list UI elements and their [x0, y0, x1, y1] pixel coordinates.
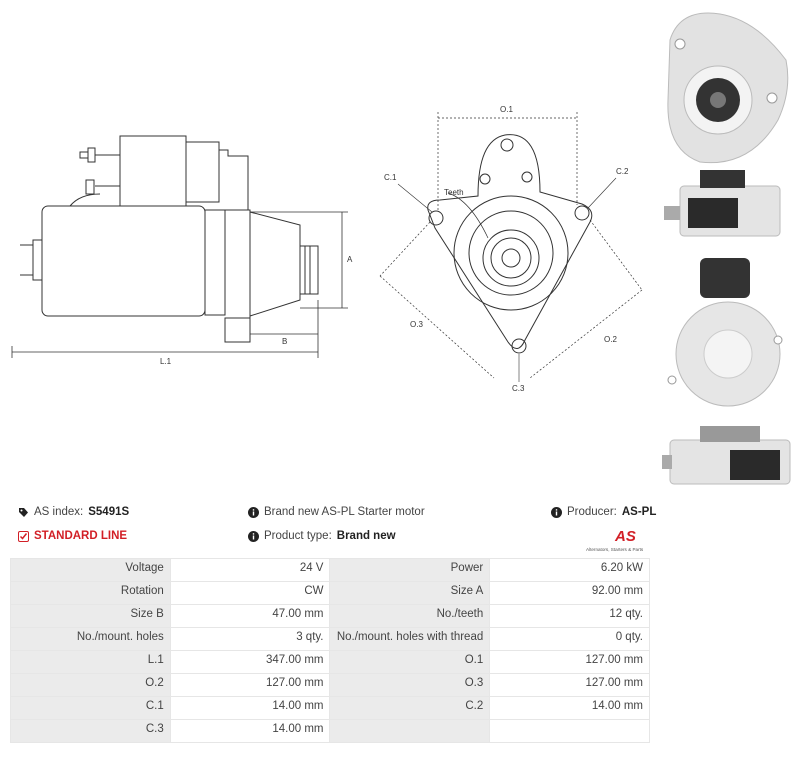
dim-label-o1: O.1 — [500, 105, 513, 114]
spec-value: 24 V — [169, 558, 331, 582]
description-text: Brand new AS-PL Starter motor — [264, 506, 425, 518]
photo-front — [667, 12, 789, 164]
spec-label: Voltage — [10, 558, 171, 582]
dim-label-o2: O.2 — [604, 335, 617, 344]
technical-drawing: L.1 B A O.1 O.2 O.3 C — [11, 105, 643, 393]
spec-label: O.1 — [329, 650, 491, 674]
product-photos — [662, 12, 791, 485]
standard-line-label: STANDARD LINE — [34, 530, 128, 542]
spec-value: CW — [169, 581, 331, 605]
spec-label: C.2 — [329, 696, 491, 720]
svg-text:Alternators, Starters & Parts: Alternators, Starters & Parts — [586, 547, 644, 552]
as-index: AS index: S5491S — [18, 506, 129, 518]
spec-label: Rotation — [10, 581, 171, 605]
dim-label-teeth: Teeth — [444, 188, 464, 197]
spec-label: No./mount. holes — [10, 627, 171, 651]
spec-label: C.1 — [10, 696, 171, 720]
spec-value: 3 qty. — [169, 627, 331, 651]
dim-label-c3: C.3 — [512, 384, 525, 393]
spec-value: 92.00 mm — [489, 581, 650, 605]
info-icon — [248, 530, 259, 542]
photo-side-bottom — [662, 426, 791, 485]
spec-label: O.2 — [10, 673, 171, 697]
photo-side-top — [664, 170, 781, 237]
info-icon — [551, 506, 562, 518]
standard-line: STANDARD LINE — [18, 530, 127, 542]
spec-value: 47.00 mm — [169, 604, 331, 628]
spec-value: 127.00 mm — [489, 650, 650, 674]
as-index-label: AS index: — [34, 506, 84, 518]
spec-value — [489, 719, 650, 743]
spec-label: Size A — [329, 581, 491, 605]
as-index-value: S5491S — [88, 506, 130, 518]
product-type: Product type: Brand new — [248, 530, 396, 542]
spec-label — [329, 719, 491, 743]
spec-label: Power — [329, 558, 491, 582]
spec-label: No./teeth — [329, 604, 491, 628]
spec-value: 14.00 mm — [169, 719, 331, 743]
dim-label-c2: C.2 — [616, 167, 629, 176]
info-icon — [248, 506, 259, 518]
product-type-label: Product type: — [264, 530, 332, 542]
product-description: Brand new AS-PL Starter motor — [248, 506, 425, 518]
spec-value: 14.00 mm — [489, 696, 650, 720]
spec-label: C.3 — [10, 719, 171, 743]
product-info: AS index: S5491S STANDARD LINE Brand new… — [0, 500, 660, 550]
dim-label-l1: L.1 — [160, 357, 172, 366]
spec-label: No./mount. holes with thread — [329, 627, 491, 651]
spec-label: L.1 — [10, 650, 171, 674]
spec-value: 347.00 mm — [169, 650, 331, 674]
producer-value: AS-PL — [621, 506, 657, 518]
photo-rear — [667, 258, 783, 407]
spec-value: 0 qty. — [489, 627, 650, 651]
spec-label: O.3 — [329, 673, 491, 697]
front-view: O.1 O.2 O.3 C.1 C.2 C.3 Teeth — [379, 105, 643, 393]
as-pl-logo: AS Alternators, Starters & Parts — [586, 528, 644, 552]
spec-value: 127.00 mm — [169, 673, 331, 697]
dim-label-c1: C.1 — [384, 173, 397, 182]
spec-value: 6.20 kW — [489, 558, 650, 582]
producer: Producer: AS-PL — [551, 506, 656, 518]
producer-label: Producer: — [567, 506, 617, 518]
dim-label-o3: O.3 — [410, 320, 423, 329]
dim-label-b: B — [282, 337, 287, 346]
side-view: L.1 B A — [11, 135, 353, 366]
svg-text:AS: AS — [614, 528, 636, 545]
spec-label: Size B — [10, 604, 171, 628]
tags-icon — [18, 507, 29, 518]
dim-label-a: A — [347, 255, 353, 264]
spec-value: 127.00 mm — [489, 673, 650, 697]
product-type-value: Brand new — [336, 530, 396, 542]
spec-value: 14.00 mm — [169, 696, 331, 720]
spec-value: 12 qty. — [489, 604, 650, 628]
checkbox-icon — [18, 530, 29, 542]
